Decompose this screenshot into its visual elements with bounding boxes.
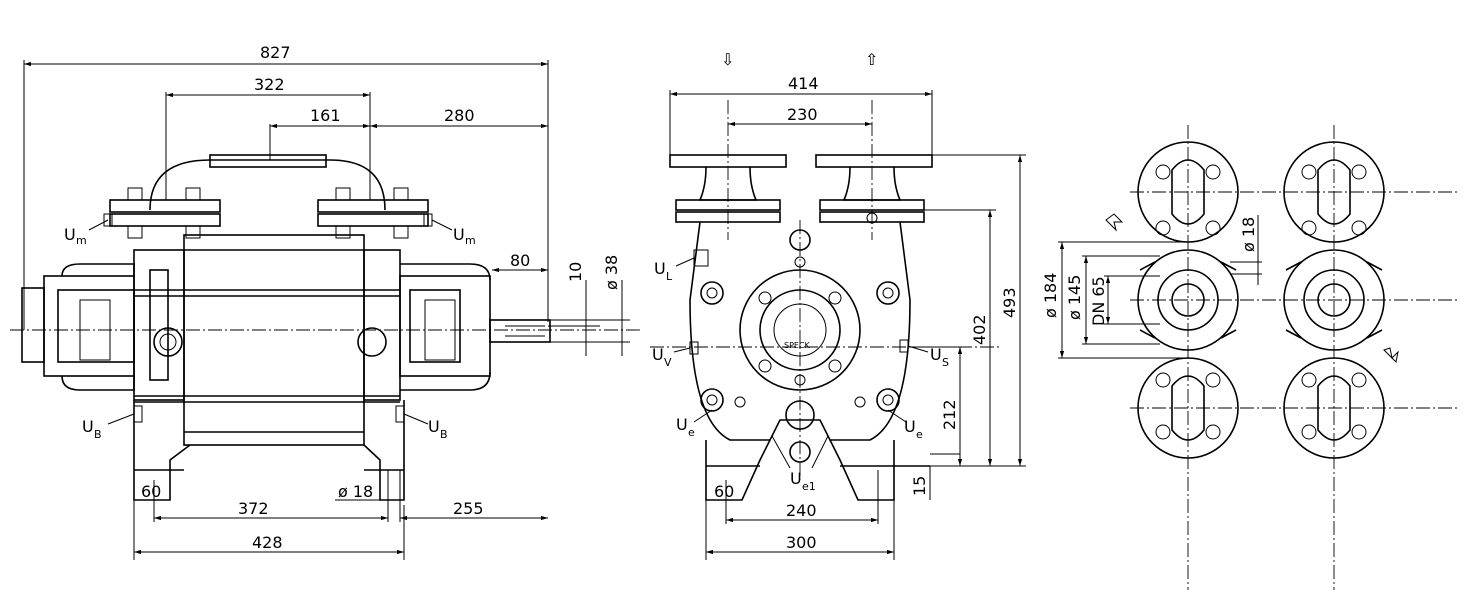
label-ul-sub: L bbox=[666, 270, 673, 283]
front-view: 827 322 161 280 80 10 ø 38 60 ø 18 bbox=[10, 43, 640, 560]
label-us: U bbox=[930, 345, 942, 364]
label-ul: U bbox=[654, 259, 666, 278]
dim-dn65: DN 65 bbox=[1089, 276, 1108, 326]
dim-bolt-circle: ø 145 bbox=[1065, 275, 1084, 320]
dim-493: 493 bbox=[1000, 287, 1019, 318]
label-ue-left: U bbox=[676, 415, 688, 434]
label-um-right: U bbox=[453, 225, 465, 244]
label-um-left: U bbox=[64, 225, 76, 244]
label-uv: U bbox=[652, 345, 664, 364]
dim-bolt-hole-front: ø 18 bbox=[338, 482, 373, 501]
dim-300: 300 bbox=[786, 533, 817, 552]
dim-15: 15 bbox=[910, 476, 929, 496]
dim-shaft-diameter: ø 38 bbox=[602, 255, 621, 290]
label-ue-right: U bbox=[904, 417, 916, 436]
dim-827: 827 bbox=[260, 43, 291, 62]
dim-255: 255 bbox=[453, 499, 484, 518]
side-view: SPECK ⇩ ⇧ 414 230 bbox=[650, 50, 1026, 560]
logo-speck: SPECK bbox=[784, 341, 811, 350]
dim-372: 372 bbox=[238, 499, 269, 518]
dim-402: 402 bbox=[970, 314, 989, 345]
dim-322: 322 bbox=[254, 75, 285, 94]
dim-428: 428 bbox=[252, 533, 283, 552]
label-ub-left-sub: B bbox=[94, 428, 102, 441]
dim-80: 80 bbox=[510, 251, 530, 270]
inlet-arrow-icon: ⇩ bbox=[721, 50, 734, 69]
dim-230: 230 bbox=[787, 105, 818, 124]
dim-212: 212 bbox=[940, 399, 959, 430]
dim-280: 280 bbox=[444, 106, 475, 125]
label-ub-right-sub: B bbox=[440, 428, 448, 441]
dim-60-side: 60 bbox=[714, 482, 734, 501]
dim-414: 414 bbox=[788, 74, 819, 93]
label-us-sub: S bbox=[942, 356, 949, 369]
dim-flange-bolt-hole: ø 18 bbox=[1239, 217, 1258, 252]
dim-10: 10 bbox=[566, 262, 585, 282]
dim-240: 240 bbox=[786, 501, 817, 520]
label-ub-right: U bbox=[428, 417, 440, 436]
label-ue-left-sub: e bbox=[688, 426, 695, 439]
label-ue-right-sub: e bbox=[916, 428, 923, 441]
label-uv-sub: V bbox=[664, 356, 672, 369]
label-ub-left: U bbox=[82, 417, 94, 436]
flange-view: ø 184 ø 145 DN 65 ø 18 bbox=[1041, 125, 1460, 590]
inlet-flow-arrow-icon bbox=[1105, 213, 1124, 232]
outlet-arrow-icon: ⇧ bbox=[865, 50, 878, 69]
dim-60-front: 60 bbox=[141, 482, 161, 501]
outlet-flow-arrow-icon bbox=[1383, 347, 1399, 364]
label-ue1: U bbox=[790, 469, 802, 488]
dim-flange-outer: ø 184 bbox=[1041, 273, 1060, 318]
dim-161: 161 bbox=[310, 106, 341, 125]
label-um-left-sub: m bbox=[76, 234, 87, 247]
label-ue1-sub: e1 bbox=[802, 480, 816, 493]
label-um-right-sub: m bbox=[465, 234, 476, 247]
